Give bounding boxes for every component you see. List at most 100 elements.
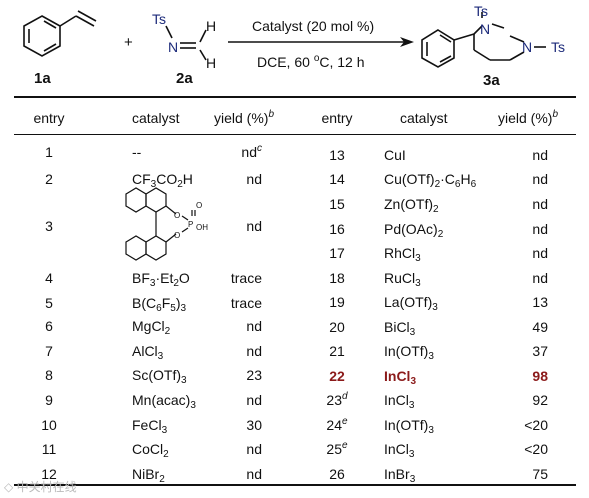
yield-cell: nd <box>246 392 262 408</box>
product-n-top: N <box>480 21 491 37</box>
catalyst-cell: InCl3 <box>384 392 415 411</box>
entry-cell: 9 <box>45 392 53 408</box>
yield-cell: 49 <box>532 319 548 335</box>
yield-cell: nd <box>532 171 548 187</box>
phosphoric-acid-structure: O O P O OH <box>125 187 208 261</box>
entry-cell: 15 <box>329 196 345 212</box>
yield-cell: nd <box>246 466 262 482</box>
entry-cell: 16 <box>329 221 345 237</box>
catalyst-cell: -- <box>132 144 142 160</box>
reactant-2-label: 2a <box>176 70 193 87</box>
yield-cell: nd <box>246 318 262 334</box>
yield-cell: nd <box>532 270 548 286</box>
yield-cell: 37 <box>532 343 548 359</box>
catalyst-cell: BF3·Et2O <box>132 270 190 289</box>
catalyst-cell: InCl3 <box>384 368 417 387</box>
svg-text:O: O <box>196 201 202 210</box>
yield-cell: 30 <box>246 417 262 433</box>
product-structure <box>421 12 546 68</box>
entry-cell: 6 <box>45 318 53 334</box>
imine-ts-label: Ts <box>152 11 166 27</box>
catalyst-cell: In(OTf)3 <box>384 343 434 362</box>
catalyst-cell: CuI <box>384 147 406 163</box>
entry-cell: 22 <box>329 368 345 384</box>
table-bottom-rule <box>14 484 576 486</box>
yield-cell: nd <box>246 218 262 234</box>
catalyst-cell: Pd(OAc)2 <box>384 221 444 240</box>
plus-sign: + <box>124 34 133 51</box>
yield-cell: nd <box>532 221 548 237</box>
entry-cell: 18 <box>329 270 345 286</box>
svg-text:O: O <box>174 231 180 240</box>
watermark-text: ◇ 中关村在线 <box>4 480 77 494</box>
svg-text:O: O <box>174 211 180 220</box>
catalyst-cell: Zn(OTf)2 <box>384 196 439 215</box>
header-yield-right: yield (%)b <box>498 109 559 127</box>
entry-cell: 21 <box>329 343 345 359</box>
catalyst-cell: CF3CO2H <box>132 171 193 190</box>
yield-cell: trace <box>230 295 262 311</box>
yield-cell: <20 <box>524 441 548 457</box>
catalyst-cell: Sc(OTf)3 <box>132 367 187 386</box>
entry-cell: 25e <box>326 440 348 458</box>
entry-cell: 19 <box>329 294 345 310</box>
entry-cell: 12 <box>41 466 57 482</box>
product-ts-top: Ts <box>474 3 488 19</box>
catalyst-cell: MgCl2 <box>132 318 171 337</box>
entry-cell: 11 <box>41 441 57 457</box>
table-top-rule <box>14 96 576 98</box>
header-entry-right: entry <box>321 110 353 126</box>
svg-text:OH: OH <box>196 223 208 232</box>
catalyst-cell: InBr3 <box>384 466 416 485</box>
product-ts-right: Ts <box>551 39 565 55</box>
entry-cell: 4 <box>45 270 53 286</box>
entry-cell: 1 <box>45 144 53 160</box>
header-catalyst-left: catalyst <box>132 110 180 126</box>
catalyst-cell: B(C6F5)3 <box>132 295 187 314</box>
entry-cell: 8 <box>45 367 53 383</box>
yield-cell: nd <box>532 245 548 261</box>
catalyst-cell: Mn(acac)3 <box>132 392 196 411</box>
reactant-1-label: 1a <box>34 70 51 87</box>
entry-cell: 23d <box>326 391 348 409</box>
header-catalyst-right: catalyst <box>400 110 448 126</box>
yield-cell: nd <box>246 441 262 457</box>
catalyst-cell: In(OTf)3 <box>384 417 434 436</box>
entry-cell: 3 <box>45 218 53 234</box>
yield-cell: 98 <box>532 368 548 384</box>
entry-cell: 20 <box>329 319 345 335</box>
condition-catalyst: Catalyst (20 mol %) <box>252 18 375 34</box>
catalyst-cell: Cu(OTf)2·C6H6 <box>384 171 477 190</box>
yield-cell: 75 <box>532 466 548 482</box>
entry-cell: 26 <box>329 466 345 482</box>
imine-h-top: H <box>206 18 217 34</box>
entry-cell: 10 <box>41 417 57 433</box>
catalyst-cell: InCl3 <box>384 441 415 460</box>
yield-cell: nd <box>246 171 262 187</box>
styrene-structure <box>23 10 97 57</box>
reaction-arrow <box>228 37 414 47</box>
yield-cell: nd <box>532 147 548 163</box>
yield-cell: <20 <box>524 417 548 433</box>
entry-cell: 5 <box>45 295 53 311</box>
yield-cell: 92 <box>532 392 548 408</box>
svg-text:P: P <box>188 220 193 229</box>
header-entry-left: entry <box>33 110 65 126</box>
entry-cell: 2 <box>45 171 53 187</box>
imine-structure <box>165 25 207 61</box>
entry-cell: 13 <box>329 147 345 163</box>
imine-n-label: N <box>168 39 179 55</box>
product-label: 3a <box>483 72 500 89</box>
table-header-rule <box>14 134 576 135</box>
catalyst-cell: NiBr2 <box>132 466 165 485</box>
catalyst-cell: RhCl3 <box>384 245 421 264</box>
catalyst-cell: La(OTf)3 <box>384 294 438 313</box>
reaction-scheme: 1a + Ts N H H 2a Catalyst (20 mol %) DCE… <box>0 0 589 92</box>
yield-cell: 23 <box>246 367 262 383</box>
yield-cell: 13 <box>532 294 548 310</box>
entry-cell: 24e <box>326 416 348 434</box>
entry-cell: 7 <box>45 343 53 359</box>
catalyst-cell: RuCl3 <box>384 270 421 289</box>
entry-cell: 17 <box>329 245 345 261</box>
header-yield-left: yield (%)b <box>214 109 275 127</box>
